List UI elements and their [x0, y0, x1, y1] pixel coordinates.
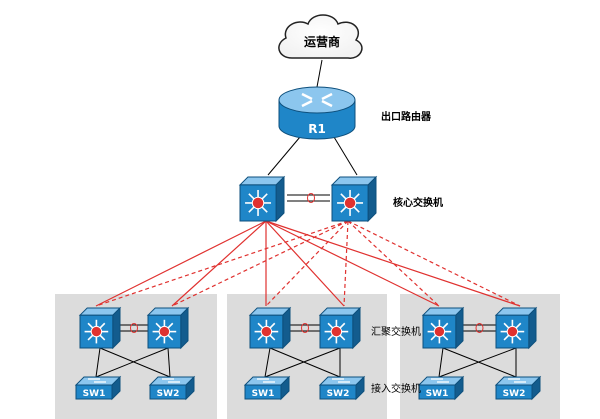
access-switch-g2-2: SW2 — [318, 375, 366, 401]
link-core1-agg-g3-1 — [265, 220, 440, 307]
router-r1: R1 出口路由器 — [278, 86, 432, 140]
router-top — [278, 86, 356, 114]
access-switch-g1-2: SW2 — [148, 375, 196, 401]
access-switch-g1-1: SW1 — [74, 375, 122, 401]
link-core1-agg-g2-2 — [265, 220, 345, 307]
aggregation-label: 汇聚交换机 — [371, 325, 421, 338]
link-agg-access-g1 — [95, 347, 169, 378]
switch-center-dot — [506, 325, 519, 338]
switches-layer: SW1 SW2 SW1 SW2 SW1 SW2 — [74, 175, 542, 401]
link-agg-access-g2 — [269, 347, 341, 378]
router-name: R1 — [308, 122, 326, 136]
switch-center-dot — [330, 325, 343, 338]
link-agg-access-g2 — [264, 347, 341, 378]
links-layer — [95, 59, 521, 378]
link-aggregation-ring — [130, 323, 138, 333]
workgroup-switch-side — [280, 375, 290, 401]
link-agg-access-g3 — [438, 347, 444, 378]
link-core1-agg-g3-2 — [265, 220, 521, 307]
switch-side-face — [180, 306, 189, 350]
link-agg-access-g1 — [167, 347, 171, 378]
group-background-middle — [227, 294, 387, 419]
link-agg-access-g1 — [99, 347, 171, 378]
link-agg-access-g2 — [264, 347, 271, 378]
access-switch-name: SW1 — [252, 389, 275, 399]
link-agg-access-g3 — [442, 347, 517, 378]
router-arrows-icon — [301, 92, 333, 108]
switch-center-dot — [433, 325, 446, 338]
link-aggregation-ring — [301, 323, 309, 333]
access-switch-g3-1: SW1 — [417, 375, 465, 401]
workgroup-switch-side — [185, 375, 195, 401]
switch-center-dot — [260, 325, 273, 338]
switch-center-dot — [158, 325, 171, 338]
aggregation-switch-g2-1 — [248, 306, 292, 350]
access-switch-g2-1: SW1 — [243, 375, 291, 401]
link-core2-agg-g3-2 — [347, 220, 521, 307]
aggregation-switch-g1-1 — [78, 306, 122, 350]
switch-side-face — [455, 306, 464, 350]
core-switch-1 — [238, 175, 286, 223]
workgroup-switch-side — [355, 375, 365, 401]
switch-side-face — [528, 306, 537, 350]
link-router-core1 — [267, 136, 301, 176]
switch-center-dot — [251, 196, 265, 210]
switch-side-face — [275, 175, 285, 223]
aggregation-switch-g3-2 — [494, 306, 538, 350]
link-agg-access-g1 — [95, 347, 101, 378]
access-label: 接入交换机 — [371, 382, 421, 395]
switch-side-face — [352, 306, 361, 350]
core-label: 核心交换机 — [393, 196, 443, 209]
core-switch-2 — [330, 175, 378, 223]
workgroup-switch-side — [111, 375, 121, 401]
aggregation-switch-g3-1 — [421, 306, 465, 350]
link-core1-agg-g1-1 — [95, 220, 267, 307]
access-switch-name: SW2 — [327, 389, 350, 399]
link-router-core2 — [333, 136, 358, 176]
switch-center-dot — [343, 196, 357, 210]
isp-cloud: 运营商 — [278, 14, 363, 59]
group-background-left — [55, 294, 217, 419]
aggregation-switch-g1-2 — [146, 306, 190, 350]
switch-center-dot — [90, 325, 103, 338]
aggregation-switch-g2-2 — [318, 306, 362, 350]
link-isp-router — [316, 59, 323, 88]
link-aggregation-ring — [307, 193, 315, 203]
workgroup-switch-side — [454, 375, 464, 401]
access-switch-name: SW2 — [503, 389, 526, 399]
link-core2-agg-g2-2 — [343, 220, 349, 307]
link-core1-agg-g1-2 — [171, 220, 267, 307]
switch-side-face — [282, 306, 291, 350]
isp-label: 运营商 — [304, 34, 340, 49]
link-aggregation-ring — [475, 323, 484, 333]
link-core2-agg-g1-2 — [171, 220, 349, 307]
cloud-icon — [278, 14, 363, 59]
switch-side-face — [367, 175, 377, 223]
access-switch-g3-2: SW2 — [494, 375, 542, 401]
link-core2-agg-g2-1 — [265, 220, 349, 307]
link-agg-access-g3 — [438, 347, 517, 378]
link-core2-agg-g1-1 — [95, 220, 349, 307]
access-switch-name: SW2 — [157, 389, 180, 399]
access-switch-name: SW1 — [83, 389, 106, 399]
switch-side-face — [112, 306, 121, 350]
workgroup-switch-side — [531, 375, 541, 401]
router-label: 出口路由器 — [381, 110, 432, 123]
access-switch-name: SW1 — [426, 389, 449, 399]
